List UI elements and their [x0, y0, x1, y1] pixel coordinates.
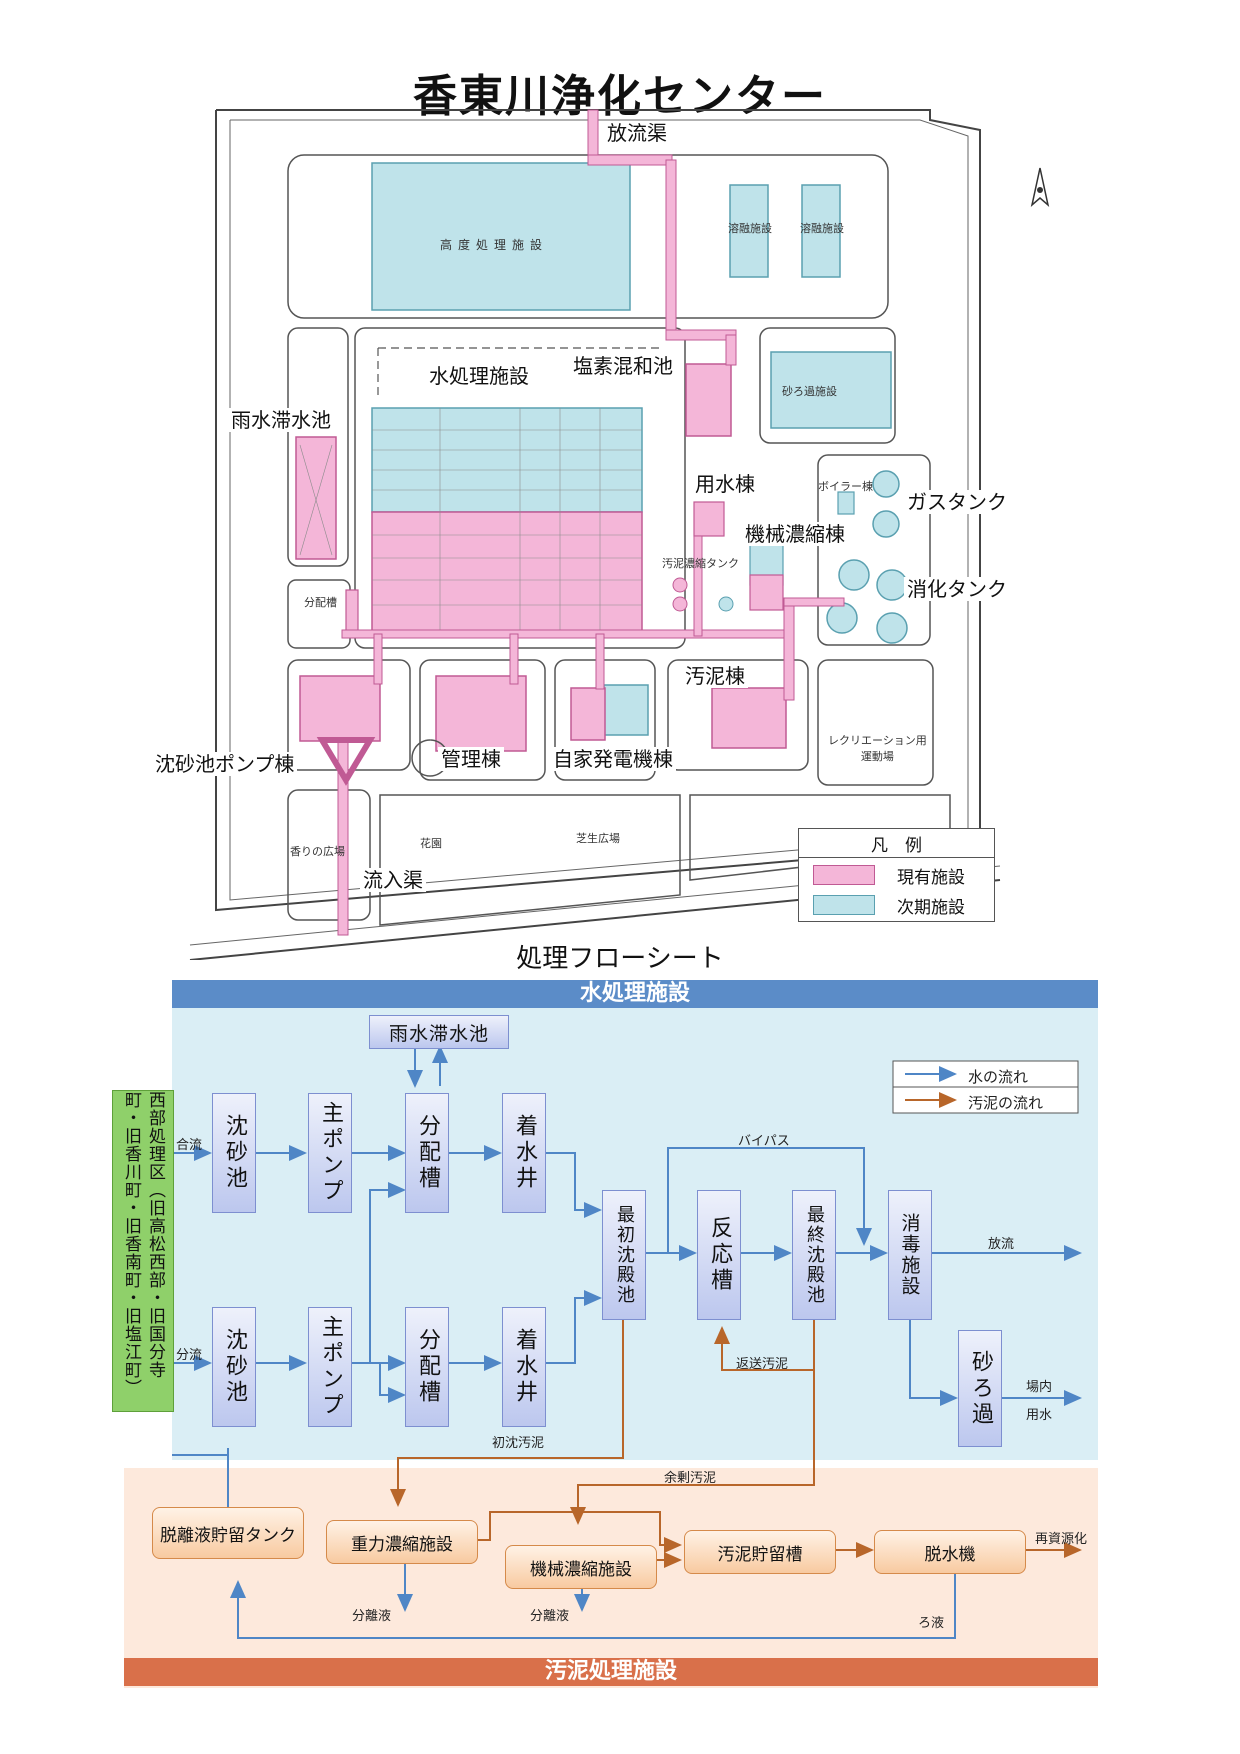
text-sep-liquid-2: 分離液 — [530, 1609, 570, 1624]
label-gas-tank: ガスタンク — [904, 490, 1010, 514]
box-dehyd-tank: 脱離液貯留タンク — [152, 1507, 304, 1559]
source-district: 西部処理区（旧高松西部・旧国分寺町・旧香川町・旧香南町・旧塩江町） — [112, 1090, 174, 1412]
label-advanced: 高度処理施設 — [440, 238, 549, 252]
label-melting-1: 溶融施設 — [728, 222, 772, 235]
label-recreation: レクリエーション用 運動場 — [828, 734, 927, 763]
text-return-sludge: 返送汚泥 — [736, 1357, 789, 1372]
text-discharge: 放流 — [988, 1237, 1015, 1252]
label-distribution: 分配槽 — [304, 596, 337, 609]
site-map — [189, 109, 1050, 960]
text-primary-sludge: 初沈汚泥 — [492, 1436, 545, 1451]
text-plant-water-1: 場内 — [1026, 1380, 1053, 1395]
label-inflow: 流入渠 — [360, 868, 426, 892]
box-gravity: 重力濃縮施設 — [326, 1520, 478, 1564]
water-band: 水処理施設 — [172, 980, 1098, 1008]
box-reactor: 反応槽 — [697, 1190, 741, 1320]
text-combined: 合流 — [176, 1138, 203, 1153]
label-mech-thick: 機械濃縮棟 — [742, 522, 848, 546]
box-storage: 汚泥貯留槽 — [684, 1530, 836, 1574]
legend-water: 水の流れ — [968, 1068, 1029, 1086]
label-sludge-thick-tank: 汚泥濃縮タンク — [662, 557, 739, 570]
box-mechanical: 機械濃縮施設 — [505, 1545, 657, 1589]
label-melting-2: 溶融施設 — [800, 222, 844, 235]
text-plant-water-2: 用水 — [1026, 1408, 1053, 1423]
label-admin: 管理棟 — [438, 747, 504, 771]
label-sludge-building: 汚泥棟 — [682, 664, 748, 688]
text-sep-liquid-1: 分離液 — [352, 1609, 392, 1624]
map-legend-title: 凡 例 — [871, 836, 922, 856]
legend-existing: 現有施設 — [897, 868, 965, 888]
legend-sludge: 汚泥の流れ — [968, 1094, 1044, 1112]
box-rain-pond: 雨水滞水池 — [369, 1015, 509, 1049]
label-garden: 花園 — [420, 837, 442, 850]
box-pump-2: 主ポンプ — [308, 1307, 352, 1427]
box-pump-1: 主ポンプ — [308, 1093, 352, 1213]
box-grit-2: 沈砂池 — [212, 1307, 256, 1427]
box-dehydrator: 脱水機 — [874, 1530, 1026, 1574]
page-title: 香東川浄化センター — [413, 71, 827, 122]
label-grit-pump: 沈砂池ポンプ棟 — [152, 752, 298, 776]
text-excess-sludge: 余剰汚泥 — [664, 1471, 717, 1486]
legend-swatch-next — [813, 895, 875, 915]
box-well-1: 着水井 — [502, 1093, 546, 1213]
sludge-band: 汚泥処理施設 — [124, 1658, 1098, 1686]
flow-title: 処理フローシート — [516, 944, 724, 974]
label-water-building: 用水棟 — [692, 472, 758, 496]
map-legend: 凡 例 現有施設 次期施設 — [798, 828, 995, 922]
label-chlorine: 塩素混和池 — [570, 354, 676, 378]
label-boiler: ボイラー棟 — [818, 480, 873, 493]
box-grit-1: 沈砂池 — [212, 1093, 256, 1213]
box-dist-1: 分配槽 — [405, 1093, 449, 1213]
text-filtrate: ろ液 — [918, 1616, 945, 1631]
box-final: 最終沈殿池 — [792, 1190, 836, 1320]
label-outfall: 放流渠 — [604, 121, 670, 145]
label-sand-filter: 砂ろ過施設 — [782, 385, 837, 398]
legend-next: 次期施設 — [897, 898, 965, 918]
text-bypass: バイパス — [738, 1134, 790, 1149]
label-rain-pond: 雨水滞水池 — [228, 408, 334, 432]
label-generator: 自家発電機棟 — [550, 747, 676, 771]
legend-swatch-existing — [813, 865, 875, 885]
box-sandfilter: 砂ろ過 — [958, 1330, 1002, 1447]
box-primary: 最初沈殿池 — [602, 1190, 646, 1320]
box-disinfect: 消毒施設 — [888, 1190, 932, 1320]
label-lawn: 芝生広場 — [576, 832, 620, 845]
label-digestion: 消化タンク — [904, 577, 1010, 601]
north-arrow-icon — [1030, 167, 1050, 208]
label-scent-garden: 香りの広場 — [290, 845, 345, 858]
label-water-treatment: 水処理施設 — [426, 364, 532, 388]
box-well-2: 着水井 — [502, 1307, 546, 1427]
text-recycle: 再資源化 — [1035, 1532, 1088, 1547]
text-separate: 分流 — [176, 1348, 203, 1363]
box-dist-2: 分配槽 — [405, 1307, 449, 1427]
